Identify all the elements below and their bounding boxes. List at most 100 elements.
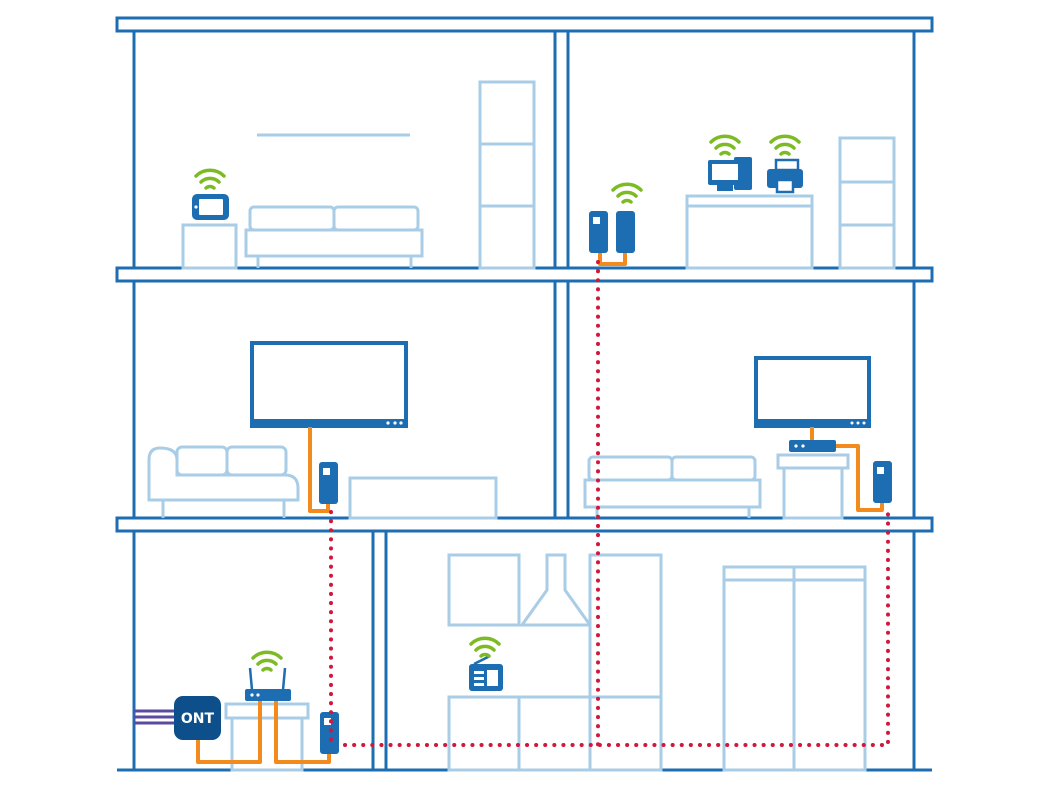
sofa-back-cushion [248, 205, 336, 232]
set-top-box-led [794, 444, 798, 448]
room-utility: ONT [134, 650, 339, 772]
tv-screen [754, 356, 871, 428]
router-table-top [224, 702, 310, 720]
floor-slab-middle [115, 516, 934, 533]
house-structure [115, 16, 934, 772]
wifi-icon [611, 182, 643, 204]
radio-dial [487, 670, 498, 686]
tv-led [386, 421, 390, 425]
sofa-back-cushion [225, 445, 288, 477]
wifi-icon [469, 636, 501, 658]
wifi-icon [769, 134, 801, 156]
powerline-link [343, 510, 890, 747]
printer-paper [774, 158, 800, 172]
wifi-arc [774, 142, 796, 150]
radio-icon [469, 654, 503, 691]
wifi-arc [479, 652, 491, 658]
wifi-arc [251, 650, 283, 660]
tv-led [856, 421, 860, 425]
interior-wall-middle [553, 279, 570, 520]
wifi-arc [714, 142, 736, 150]
wifi-arc [621, 198, 633, 204]
wifi-icon [709, 134, 741, 156]
router-led [256, 693, 260, 697]
interior-wall-top [553, 29, 570, 270]
side-table [782, 466, 844, 520]
adapter-led [593, 217, 600, 224]
ethernet-cable [836, 444, 884, 512]
room-top-right [589, 134, 896, 270]
wifi-arc [194, 168, 226, 178]
computer-screen [712, 164, 738, 180]
ont-label: ONT [181, 711, 215, 727]
wifi-arc [769, 134, 801, 144]
adapter-led [324, 718, 331, 725]
powerline-adapter-icon [320, 712, 339, 754]
room-top-left [181, 80, 536, 270]
sofa-frame [147, 446, 300, 502]
powerline-adapter-icon [873, 461, 892, 503]
adapter-body [616, 211, 635, 253]
sofa-back-cushion [670, 455, 757, 482]
tv-led [399, 421, 403, 425]
tv-cabinet [348, 476, 498, 520]
wifi-arc [709, 134, 741, 144]
router-body [245, 689, 291, 701]
tv-led [850, 421, 854, 425]
tv-bezel [756, 419, 869, 427]
radio-antenna [473, 654, 491, 666]
bookshelf [478, 80, 536, 270]
sofa-seat [583, 478, 762, 509]
wifi-arc [719, 150, 731, 156]
fiber-line-icon [134, 709, 178, 725]
ethernet-cable [274, 701, 331, 764]
radio-speaker [474, 671, 484, 674]
floor-slab-upper [115, 266, 934, 283]
wifi-arc [469, 636, 501, 646]
ethernet-cable [308, 427, 330, 513]
wifi-arc [779, 150, 791, 156]
desk [685, 194, 814, 270]
set-top-box-icon [789, 440, 836, 452]
wifi-icon [194, 168, 226, 190]
interior-wall-bottom [371, 529, 388, 772]
sofa-back-cushion [587, 455, 674, 482]
tv-led [393, 421, 397, 425]
shelf [838, 136, 896, 270]
tv-icon [754, 356, 871, 428]
sofa [244, 205, 424, 268]
router-antenna [281, 667, 287, 691]
side-table [181, 223, 238, 270]
tv-screen [250, 341, 408, 428]
wifi-arc [616, 190, 638, 198]
sofa [147, 445, 300, 518]
tablet-screen [199, 199, 223, 215]
room-kitchen [447, 553, 867, 772]
powerline-adapter-icon [589, 211, 635, 253]
ont-box-icon: ONT [174, 696, 221, 740]
tall-cabinet [588, 553, 663, 772]
ethernet-cable [196, 701, 262, 764]
set-top-box-body [789, 440, 836, 452]
sofa [583, 455, 762, 518]
printer-icon [767, 158, 803, 194]
router-antenna [248, 667, 254, 691]
set-top-box-led [801, 444, 805, 448]
wifi-arc [256, 658, 278, 666]
adapter-led [323, 468, 330, 475]
wifi-arc [199, 176, 221, 184]
tv-icon [250, 341, 408, 428]
sofa-seat [244, 228, 424, 258]
room-middle-left [147, 341, 498, 520]
side-table-top [776, 453, 850, 470]
wifi-arc [611, 182, 643, 192]
ont-body [174, 696, 221, 740]
tablet-button [194, 205, 198, 209]
wifi-arc [474, 644, 496, 652]
computer-stand [717, 185, 733, 191]
roof-slab [115, 16, 934, 33]
desktop-computer-icon [708, 157, 752, 191]
powerline-links [329, 260, 890, 747]
